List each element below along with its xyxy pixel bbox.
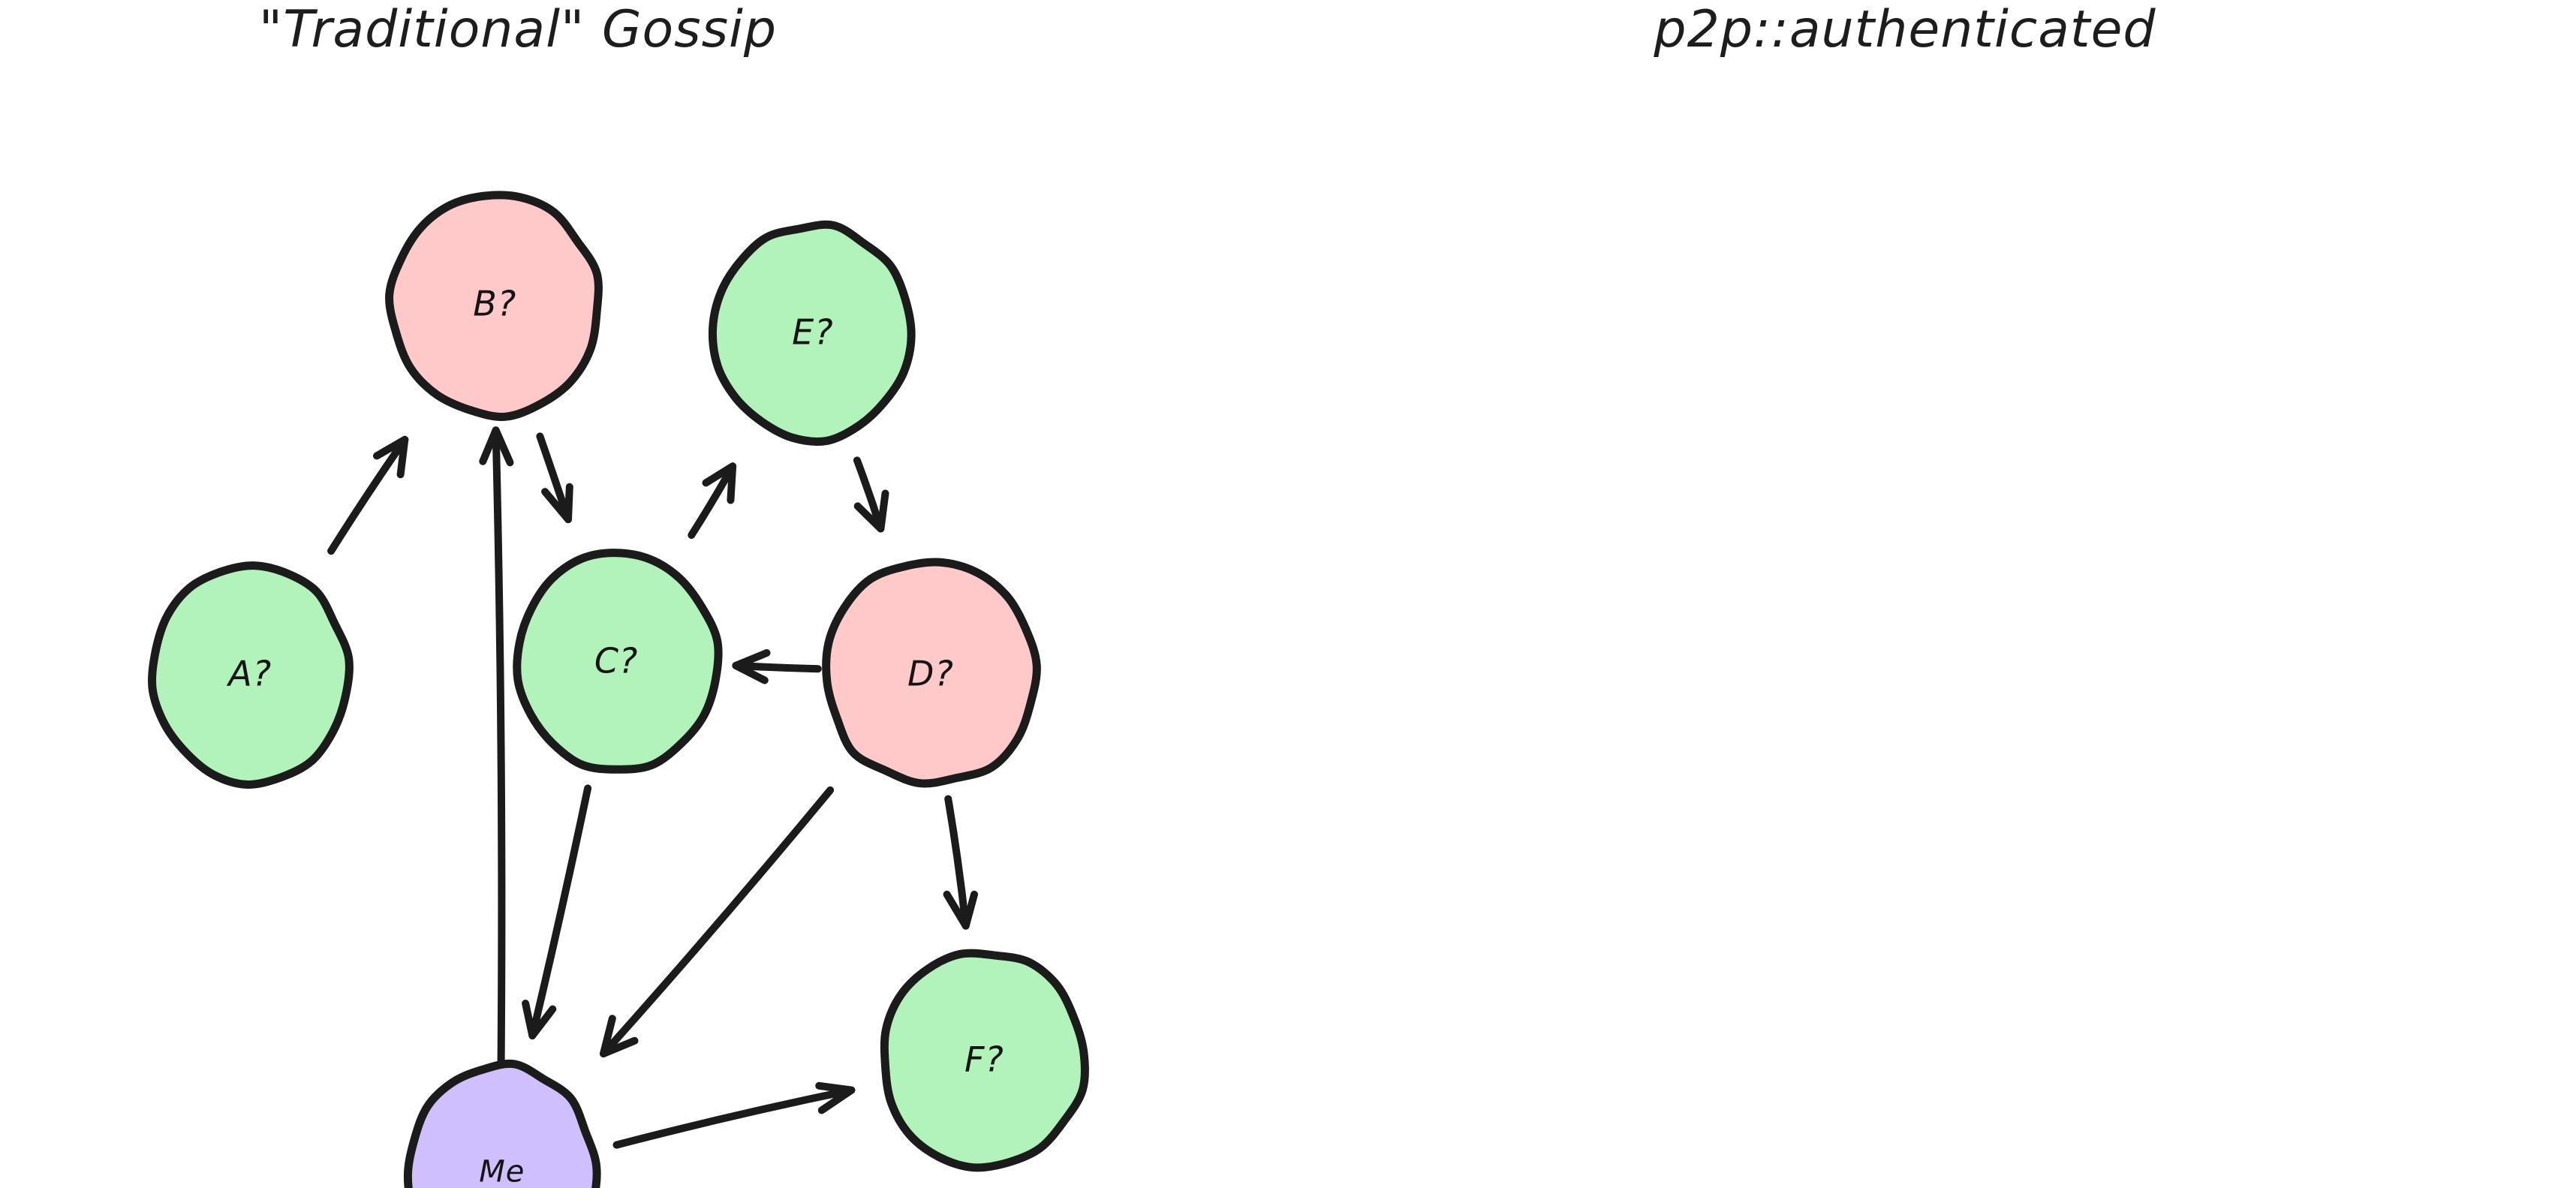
panel-title-p2p-authenticated: p2p::authenticated <box>1653 0 2156 59</box>
node-group-traditional-gossip: A? B? C? D? E? F? Me <box>147 191 1089 1188</box>
node-label: D? <box>907 653 954 693</box>
arrow-head-icon <box>522 1000 557 1039</box>
node-circle[interactable] <box>822 558 1041 788</box>
arrow-head-icon <box>479 426 514 467</box>
arrow-head-icon <box>541 483 573 524</box>
edge-stroke <box>528 784 592 1039</box>
panel-title-traditional-gossip: "Traditional" Gossip <box>259 0 777 59</box>
edge-stroke <box>492 426 506 1065</box>
edge-traditional-gossip-A-B <box>327 435 409 555</box>
edge-traditional-gossip-D-Me <box>600 786 835 1057</box>
node-circle[interactable] <box>147 561 354 789</box>
edge-stroke <box>327 435 409 555</box>
node-circle[interactable] <box>403 1059 601 1188</box>
edge-stroke <box>944 795 970 930</box>
arrow-head-icon <box>373 435 409 479</box>
arrow-head-icon <box>815 1081 856 1114</box>
node-circle[interactable] <box>513 549 723 774</box>
node-label: C? <box>594 641 639 681</box>
arrow-head-icon <box>732 649 771 684</box>
edge-traditional-gossip-B-C <box>536 432 573 524</box>
node-traditional-gossip-D[interactable]: D? <box>822 558 1041 788</box>
edge-group-traditional-gossip <box>327 426 978 1149</box>
node-traditional-gossip-F[interactable]: F? <box>880 949 1089 1172</box>
edge-traditional-gossip-Me-F <box>612 1081 856 1149</box>
node-traditional-gossip-E[interactable]: E? <box>708 220 916 446</box>
node-traditional-gossip-B[interactable]: B? <box>385 191 603 421</box>
edge-traditional-gossip-D-C <box>732 649 822 684</box>
edge-traditional-gossip-C-E <box>688 462 737 539</box>
edge-traditional-gossip-Me-B <box>479 426 514 1065</box>
edge-traditional-gossip-E-D <box>853 456 889 533</box>
edge-stroke <box>600 786 835 1057</box>
edge-traditional-gossip-D-F <box>943 795 978 930</box>
node-traditional-gossip-Me[interactable]: Me <box>403 1059 601 1188</box>
arrow-head-icon <box>943 890 978 930</box>
node-label: F? <box>964 1039 1004 1079</box>
node-circle[interactable] <box>708 220 916 446</box>
node-label: A? <box>226 653 272 693</box>
edge-stroke <box>612 1086 856 1149</box>
node-traditional-gossip-A[interactable]: A? <box>147 561 354 789</box>
node-label: Me <box>479 1154 525 1188</box>
node-label: B? <box>473 284 516 324</box>
node-circle[interactable] <box>880 949 1089 1172</box>
node-circle[interactable] <box>385 191 603 421</box>
title-text-right: p2p::authenticated <box>1653 0 2156 59</box>
node-traditional-gossip-C[interactable]: C? <box>513 549 723 774</box>
title-text-left: "Traditional" Gossip <box>259 0 777 59</box>
node-label: E? <box>792 312 833 353</box>
edge-traditional-gossip-C-Me <box>522 784 592 1039</box>
arrow-head-icon <box>853 489 889 533</box>
arrow-head-icon <box>600 1015 639 1057</box>
arrow-head-icon <box>702 462 737 504</box>
